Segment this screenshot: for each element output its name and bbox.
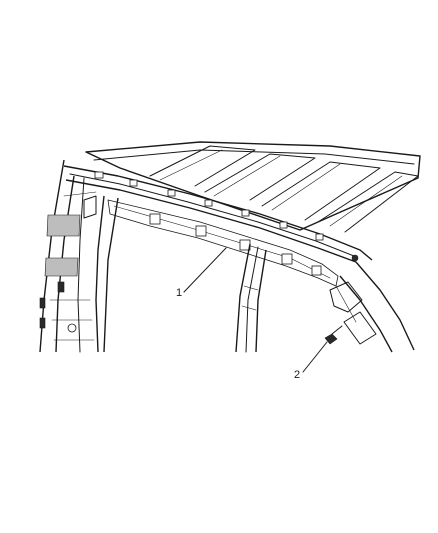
fastener [324,325,343,345]
callout-2: 2 [294,369,300,381]
c-pillar [329,261,415,353]
leader-line-2 [302,341,328,373]
b-pillar [235,243,267,353]
roof-panel [85,141,421,233]
a-pillar [39,159,119,353]
leader-line-1 [183,247,227,293]
roof-header-rail [63,165,373,263]
callout-1: 1 [176,287,182,299]
